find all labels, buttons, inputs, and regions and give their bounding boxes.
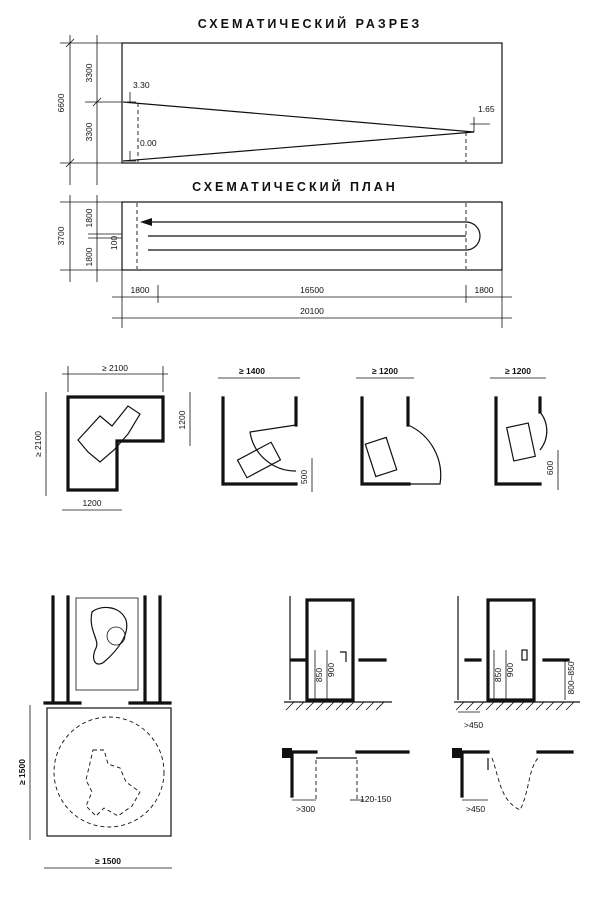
level-label-bottom: 0.00 — [140, 138, 157, 148]
door3-dim-offset: 600 — [545, 461, 555, 475]
door-elev2-frame — [486, 598, 536, 702]
section-title: СХЕМАТИЧЕСКИЙ РАЗРЕЗ — [198, 16, 422, 31]
level-label-mid: 1.65 — [478, 104, 495, 114]
door-plan-2: ≥ 1200 — [356, 366, 442, 486]
door-plan-detail-2: >450 — [452, 748, 574, 814]
door1-wheelchair — [236, 441, 282, 479]
turn-dim-width: ≥ 1500 — [95, 856, 121, 866]
level-label-top: 3.30 — [133, 80, 150, 90]
door2-wall-left — [360, 396, 411, 486]
door1-wall-left — [221, 396, 298, 486]
schematic-plan: СХЕМАТИЧЕСКИЙ ПЛАН 3700 1800 1800 100 18… — [56, 179, 512, 328]
door-elev2-handle — [521, 649, 528, 661]
elevator-shaft-walls — [51, 595, 162, 702]
dim-upper-height: 3300 — [84, 63, 94, 82]
l-corridor-walls — [66, 395, 165, 492]
dim-plan-mid: 100 — [109, 236, 119, 250]
l-dim-top: ≥ 2100 — [102, 363, 128, 373]
door-elev2-dim-d: 900 — [505, 663, 515, 677]
ramp-upper-run — [122, 101, 475, 133]
door2-wheelchair — [364, 436, 398, 478]
door3-wheelchair — [505, 422, 537, 462]
dim-plan-left: 1800 — [131, 285, 150, 295]
l-shaped-corridor-diagram: ≥ 2100 ≥ 2100 1200 1200 — [33, 363, 191, 511]
schematic-section: СХЕМАТИЧЕСКИЙ РАЗРЕЗ 3.30 0.00 1.65 6600… — [56, 16, 503, 185]
door-detail2-swing — [491, 757, 539, 811]
l-dim-left: ≥ 2100 — [33, 431, 43, 457]
bottom-row: ≥ 1500 ≥ 1500 850 900 850 — [17, 595, 580, 869]
door-detail1-dim-b: 120-150 — [360, 794, 391, 804]
l-dim-right: 1200 — [177, 410, 187, 429]
dim-plan-upper: 1800 — [84, 208, 94, 227]
door1-dim-offset: 500 — [299, 470, 309, 484]
wheelchair-turn-symbol — [77, 405, 141, 463]
door-elev1-dim-b: 900 — [326, 663, 336, 677]
elevator-wheelchair-symbol — [90, 606, 128, 665]
dim-plan-lower: 1800 — [84, 247, 94, 266]
dim-plan-right: 1800 — [475, 285, 494, 295]
elevator-turning-diagram: ≥ 1500 ≥ 1500 — [17, 595, 172, 869]
door-elev1-frame — [305, 598, 355, 702]
turning-area-outline — [46, 707, 172, 837]
door2-swing-arc — [407, 424, 442, 485]
door3-swing-arc — [539, 411, 548, 451]
turning-circle — [53, 716, 165, 828]
ramp-direction-arrow — [140, 218, 152, 226]
door-elev1-dim-a: 850 — [314, 668, 324, 682]
door-elev2-dim-gap: >450 — [464, 720, 483, 730]
plan-title: СХЕМАТИЧЕСКИЙ ПЛАН — [192, 179, 398, 194]
door-detail2-dim-gap: >450 — [466, 804, 485, 814]
turning-wheelchair-outline — [85, 749, 141, 817]
door1-swing-arc — [249, 424, 297, 472]
door-elevation-1: 850 900 — [284, 596, 392, 711]
turn-dim-depth: ≥ 1500 — [17, 759, 27, 785]
door-plan-detail-1: >300 120-150 — [282, 748, 410, 814]
plan-outline — [121, 201, 503, 271]
dim-lower-height: 3300 — [84, 122, 94, 141]
door1-dim-width: ≥ 1400 — [239, 366, 265, 376]
door3-dim-width: ≥ 1200 — [505, 366, 531, 376]
ramp-lower-run — [122, 131, 475, 162]
turning-space-row: ≥ 2100 ≥ 2100 1200 1200 ≥ 1400 500 — [33, 363, 559, 511]
door-plan-1: ≥ 1400 500 — [218, 366, 313, 492]
dim-total-height: 6600 — [56, 93, 66, 112]
section-outline — [121, 42, 503, 164]
door-elevation-2: 850 900 800–850 >450 — [454, 596, 580, 730]
dim-plan-center: 16500 — [300, 285, 324, 295]
door-elev2-dim-range: 800–850 — [566, 661, 576, 694]
l-dim-bottom: 1200 — [83, 498, 102, 508]
door-detail1-wall-corner — [290, 750, 318, 798]
door-detail2-wall-corner — [460, 750, 490, 798]
dim-plan-total: 3700 — [56, 226, 66, 245]
door-elev2-dim-c: 850 — [493, 668, 503, 682]
elevator-cabin — [75, 597, 139, 691]
dim-plan-overall: 20100 — [300, 306, 324, 316]
door-detail1-dim-a: >300 — [296, 804, 315, 814]
door-plan-3: ≥ 1200 600 — [490, 366, 559, 490]
door-elev1-handle — [340, 651, 347, 662]
ramp-plan-loop — [148, 221, 481, 251]
door2-dim-width: ≥ 1200 — [372, 366, 398, 376]
door3-wall-left — [494, 396, 542, 486]
